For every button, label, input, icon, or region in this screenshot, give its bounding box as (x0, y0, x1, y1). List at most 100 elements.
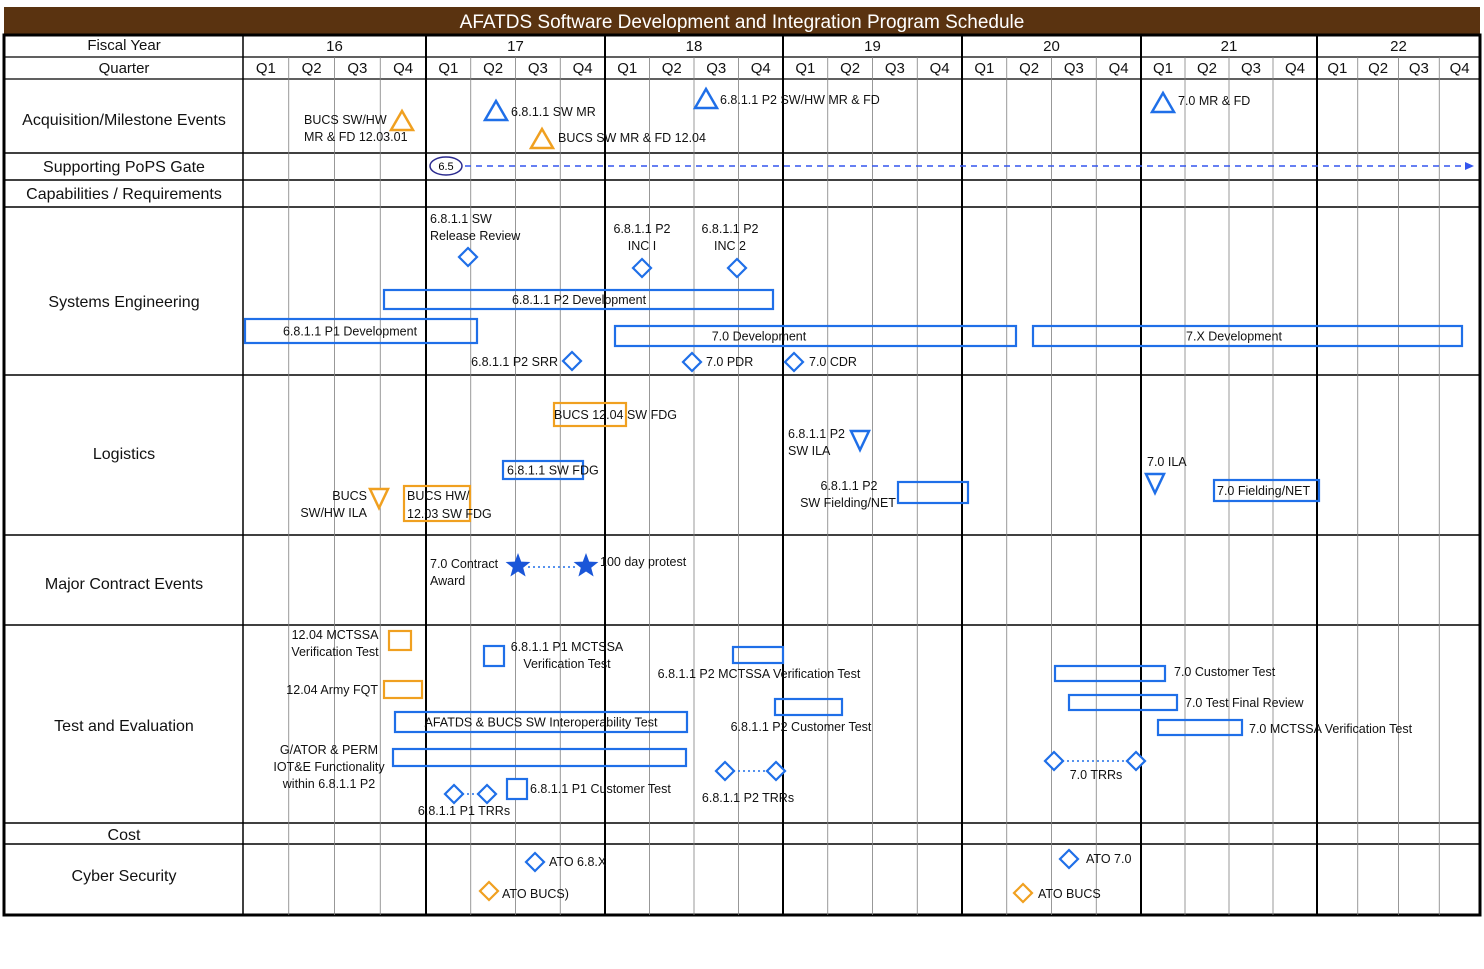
activity-bar (731, 645, 785, 665)
annotation-label: BUCS HW/ (407, 489, 470, 503)
annotation-label: 6.8.1.1 P2 Customer Test (731, 720, 872, 734)
quarter-header: Q2 (483, 60, 503, 77)
milestone-label: within 6.8.1.1 P2 (282, 777, 375, 791)
quarter-header: Q2 (302, 60, 322, 77)
quarter-header: Q3 (706, 60, 726, 77)
milestone-triangle-icon (388, 108, 416, 132)
quarter-header: Q4 (1450, 60, 1470, 77)
milestone-label: INC 2 (714, 239, 746, 253)
milestone-label: 6.8.1.1 P1 TRRs (418, 804, 510, 818)
milestone-label: SW/HW ILA (300, 506, 367, 520)
milestone-label: INC I (628, 239, 656, 253)
schedule-grid (2, 33, 1482, 917)
milestone-label: SW ILA (788, 444, 831, 458)
milestone-square-icon (505, 777, 529, 801)
milestone-label: ATO BUCS (1038, 887, 1101, 901)
activity-bar-label: 7.0 Development (712, 330, 807, 344)
quarter-header: Q2 (662, 60, 682, 77)
quarter-header: Q4 (393, 60, 413, 77)
row-label: Test and Evaluation (54, 718, 194, 735)
quarter-header: Q1 (617, 60, 637, 77)
milestone-label: Verification Test (523, 657, 611, 671)
activity-bar (387, 629, 413, 652)
year-header: 19 (864, 38, 881, 55)
milestone-label: 12.04 MCTSSA (292, 628, 380, 642)
milestone-label: 6.8.1.1 P2 SW/HW MR & FD (720, 93, 880, 107)
milestone-label: ATO BUCS) (502, 887, 569, 901)
milestone-label: 6.8.1.1 SW (430, 212, 492, 226)
quarter-header: Q1 (795, 60, 815, 77)
activity-bar-label: 6.8.1.1 SW FDG (507, 464, 599, 478)
year-header: 18 (686, 38, 703, 55)
year-header: 16 (326, 38, 343, 55)
milestone-triangle-icon (528, 126, 556, 150)
quarter-header: Q3 (1409, 60, 1429, 77)
milestone-diamond-icon (561, 350, 583, 372)
milestone-label: G/ATOR & PERM (280, 743, 378, 757)
milestone-label: Verification Test (291, 645, 379, 659)
milestone-diamond-icon (524, 851, 546, 873)
annotation-label: SW Fielding/NET (800, 496, 896, 510)
milestone-triangle-icon (482, 98, 510, 122)
milestone-diamond-icon (443, 783, 465, 805)
activity-bar-label: AFATDS & BUCS SW Interoperability Test (425, 716, 658, 730)
quarter-header: Q4 (573, 60, 593, 77)
milestone-down-triangle-icon (849, 429, 871, 453)
activity-bar (552, 401, 628, 428)
quarter-header: Q3 (347, 60, 367, 77)
pops-gate-track: 6.5 (429, 156, 1474, 176)
contract-star-icon (573, 553, 599, 577)
title-bar (4, 7, 1480, 35)
activity-bar (773, 697, 844, 717)
milestone-label: BUCS SW MR & FD 12.04 (558, 131, 706, 145)
milestone-label: 7.0 PDR (706, 355, 753, 369)
activity-bar-label: 6.8.1.1 P1 Development (283, 325, 418, 339)
milestone-label: 6.8.1.1 P2 (702, 222, 759, 236)
annotation-label: 7.0 MCTSSA Verification Test (1249, 722, 1413, 736)
activity-bar (501, 459, 585, 481)
milestone-label: 12.04 Army FQT (286, 683, 378, 697)
pops-gate-label: 6.5 (438, 161, 453, 173)
milestone-label: ATO 6.8.X (549, 855, 607, 869)
milestone-square-icon (482, 644, 506, 668)
quarter-header: Q4 (1109, 60, 1129, 77)
row-label: Acquisition/Milestone Events (22, 112, 226, 129)
quarter-header: Q2 (840, 60, 860, 77)
activity-bar (1031, 324, 1464, 348)
milestone-label: Award (430, 574, 465, 588)
milestone-label: BUCS SW/HW (304, 113, 387, 127)
quarter-header: Q1 (256, 60, 276, 77)
pops-gate-ellipse (429, 156, 463, 176)
activity-bar (1156, 718, 1244, 737)
annotation-label: 7.0 Customer Test (1174, 665, 1276, 679)
activity-bar (613, 324, 1018, 348)
row-label: Logistics (93, 446, 155, 463)
milestone-triangle-icon (1149, 90, 1177, 114)
quarter-header: Q3 (528, 60, 548, 77)
grid-border (2, 33, 1482, 917)
milestone-label: 6.8.1.1 P1 MCTSSA (511, 640, 624, 654)
quarter-header: Q4 (1285, 60, 1305, 77)
milestone-label: Release Review (430, 229, 521, 243)
milestone-diamond-icon (1012, 882, 1034, 904)
pops-gate-arrowhead (1465, 162, 1474, 170)
milestone-diamond-icon (726, 257, 748, 279)
annotation-label: 12.03 SW FDG (407, 507, 492, 521)
quarter-header: Q1 (974, 60, 994, 77)
milestone-label: 6.8.1.1 P2 TRRs (702, 791, 794, 805)
milestone-down-triangle-icon (1144, 472, 1166, 496)
quarter-header: Q3 (1064, 60, 1084, 77)
activity-bar (391, 747, 688, 768)
quarter-header: Q1 (438, 60, 458, 77)
milestone-label: 7.0 TRRs (1070, 768, 1123, 782)
row-label: Major Contract Events (45, 576, 203, 593)
row-label: Cyber Security (72, 868, 177, 885)
activity-bar (896, 480, 970, 505)
quarter-header: Q2 (1019, 60, 1039, 77)
milestone-diamond-icon (478, 880, 500, 902)
quarter-header: Q4 (751, 60, 771, 77)
activity-bar (1212, 478, 1321, 503)
